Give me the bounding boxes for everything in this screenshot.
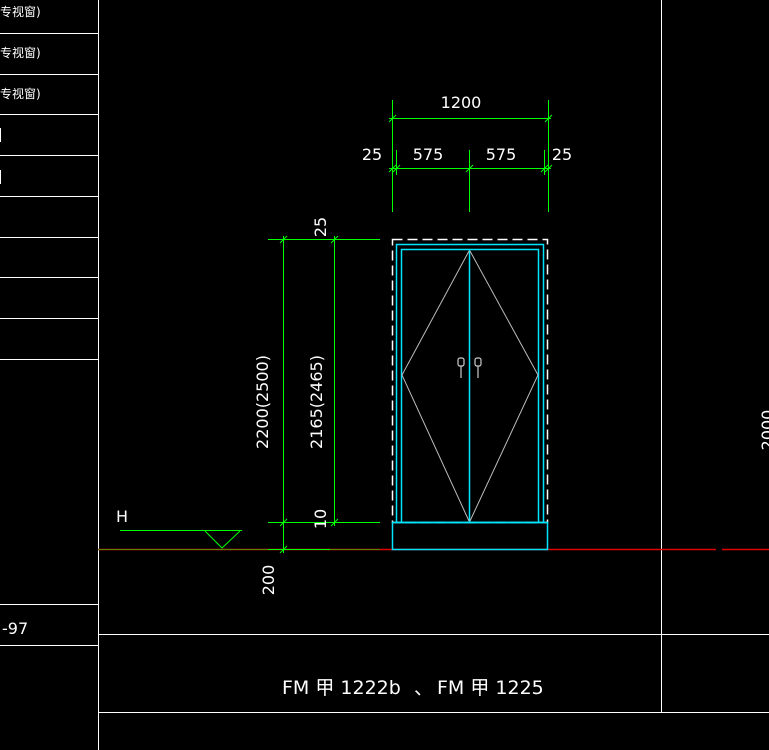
side-dimension-lines	[268, 235, 380, 554]
dim-total-width: 1200	[441, 93, 482, 112]
drawing-title-part2: FM 甲 1225	[437, 677, 544, 699]
top-dimension-lines	[388, 100, 553, 212]
left-row-label-1: 专视窗)	[0, 4, 41, 19]
dim-right-margin: 25	[552, 145, 572, 164]
drawing-title-part1: FM 甲 1222b	[282, 677, 401, 699]
drawing-title-separator: 、	[414, 677, 433, 699]
level-mark-label: H	[116, 507, 128, 526]
left-code-label: -97	[2, 619, 28, 638]
dim-leaf-height: 2165(2465)	[307, 355, 326, 449]
dim-overall-height: 2200(2500)	[253, 355, 272, 449]
left-row-label-3: 专视窗)	[0, 86, 41, 101]
dim-bottom-gap: 10	[311, 509, 330, 529]
right-edge-dimension: 2000	[758, 410, 769, 451]
dim-leaf-right: 575	[486, 145, 517, 164]
dim-leaf-left: 575	[413, 145, 444, 164]
left-row-label-2: 专视窗)	[0, 45, 41, 60]
dim-top-gap: 25	[311, 217, 330, 237]
dim-left-margin: 25	[362, 145, 382, 164]
door-elevation	[391, 238, 549, 551]
level-mark-symbol	[120, 530, 242, 549]
door-handle-icon	[457, 357, 482, 378]
door-threshold-base	[391, 521, 549, 551]
dim-base-height: 200	[259, 565, 278, 596]
door-swing-lines	[401, 250, 539, 522]
